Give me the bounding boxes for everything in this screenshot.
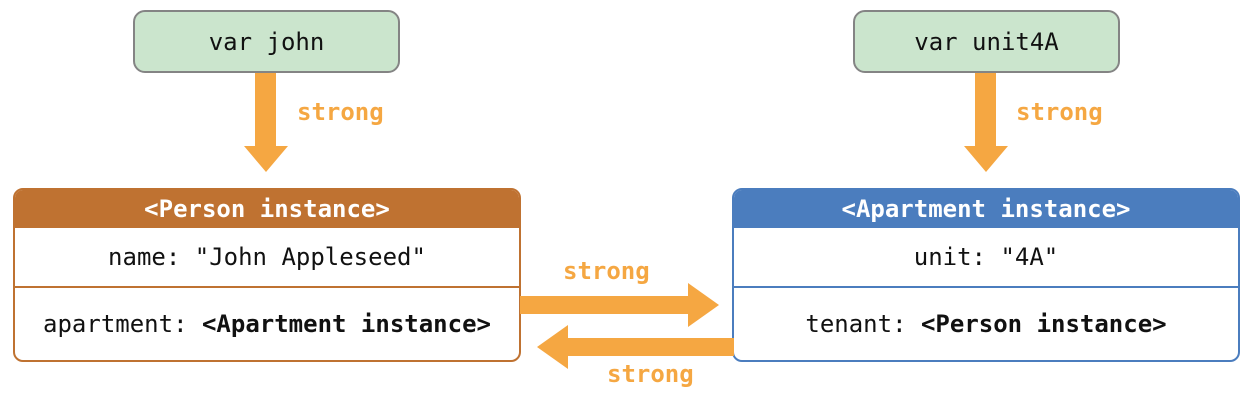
strong-label-john: strong: [297, 98, 384, 126]
arrow-left-icon: [537, 325, 568, 369]
apartment-tenant-ref: <Person instance>: [920, 310, 1167, 338]
apartment-unit-row: unit: "4A": [734, 228, 1238, 286]
arrow-shaft: [975, 73, 996, 146]
strong-label-person-to-apartment: strong: [563, 257, 650, 285]
arrow-shaft: [568, 338, 734, 356]
person-apartment-text: apartment:: [43, 310, 202, 338]
apartment-tenant-row: tenant: <Person instance>: [734, 286, 1238, 360]
person-instance-box: <Person instance> name: "John Appleseed"…: [13, 188, 521, 362]
arrow-right-icon: [688, 283, 719, 327]
strong-label-apartment-to-person: strong: [607, 360, 694, 388]
person-instance-title: <Person instance>: [15, 190, 519, 228]
arrow-shaft: [255, 73, 276, 146]
var-john-box: var john: [133, 10, 400, 73]
person-apartment-row: apartment: <Apartment instance>: [15, 286, 519, 360]
person-name-row: name: "John Appleseed": [15, 228, 519, 286]
strong-label-unit4a: strong: [1016, 98, 1103, 126]
arrow-shaft: [520, 296, 689, 314]
apartment-instance-box: <Apartment instance> unit: "4A" tenant: …: [732, 188, 1240, 362]
arrow-down-icon: [244, 146, 288, 172]
apartment-instance-title: <Apartment instance>: [734, 190, 1238, 228]
person-name-text: name: "John Appleseed": [108, 243, 426, 271]
apartment-tenant-text: tenant:: [805, 310, 921, 338]
apartment-unit-text: unit: "4A": [913, 243, 1059, 271]
person-apartment-ref: <Apartment instance>: [201, 310, 491, 338]
arrow-down-icon: [964, 146, 1008, 172]
var-unit4a-box: var unit4A: [853, 10, 1120, 73]
